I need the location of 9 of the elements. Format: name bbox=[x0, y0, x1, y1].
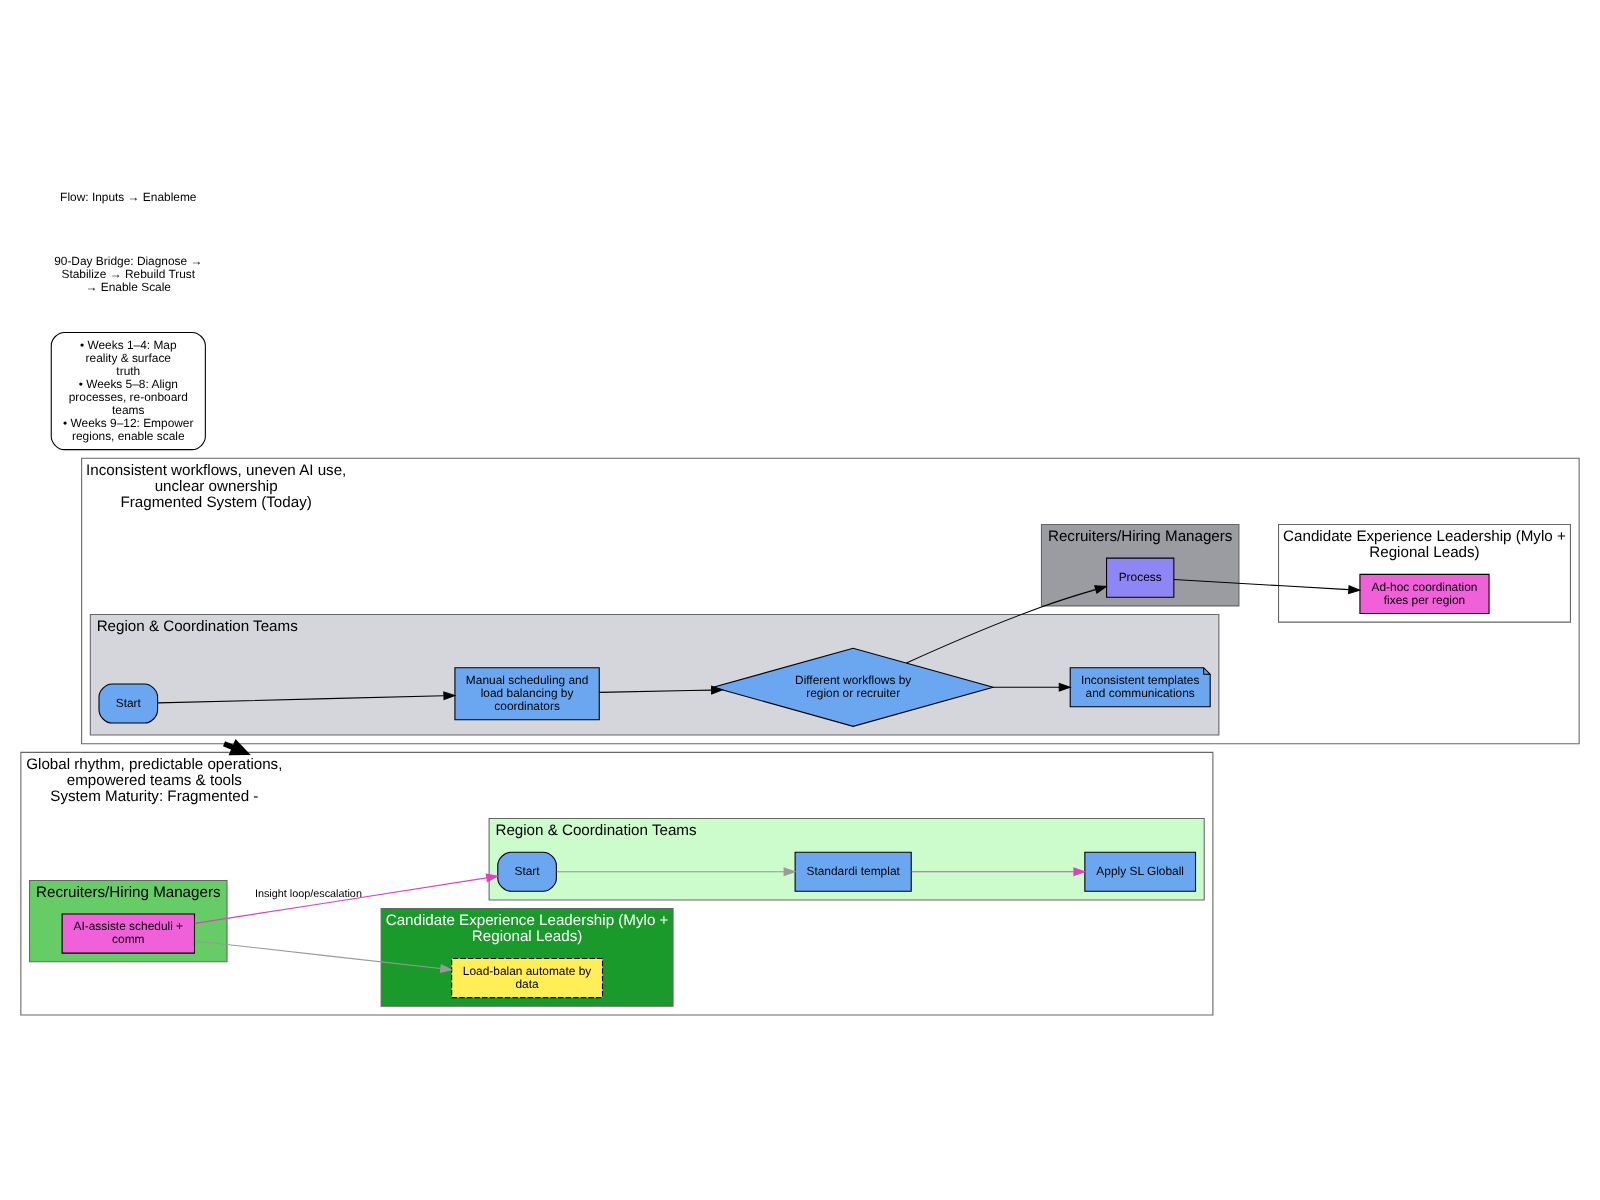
arrow bbox=[194, 939, 454, 972]
arrow bbox=[1173, 578, 1362, 594]
arrow bbox=[992, 681, 1072, 691]
arrow bbox=[556, 866, 797, 876]
arrow bbox=[157, 690, 457, 703]
arrow bbox=[905, 584, 1108, 663]
arrow bbox=[598, 684, 725, 694]
arrow bbox=[911, 866, 1087, 876]
arrow bbox=[194, 872, 500, 923]
